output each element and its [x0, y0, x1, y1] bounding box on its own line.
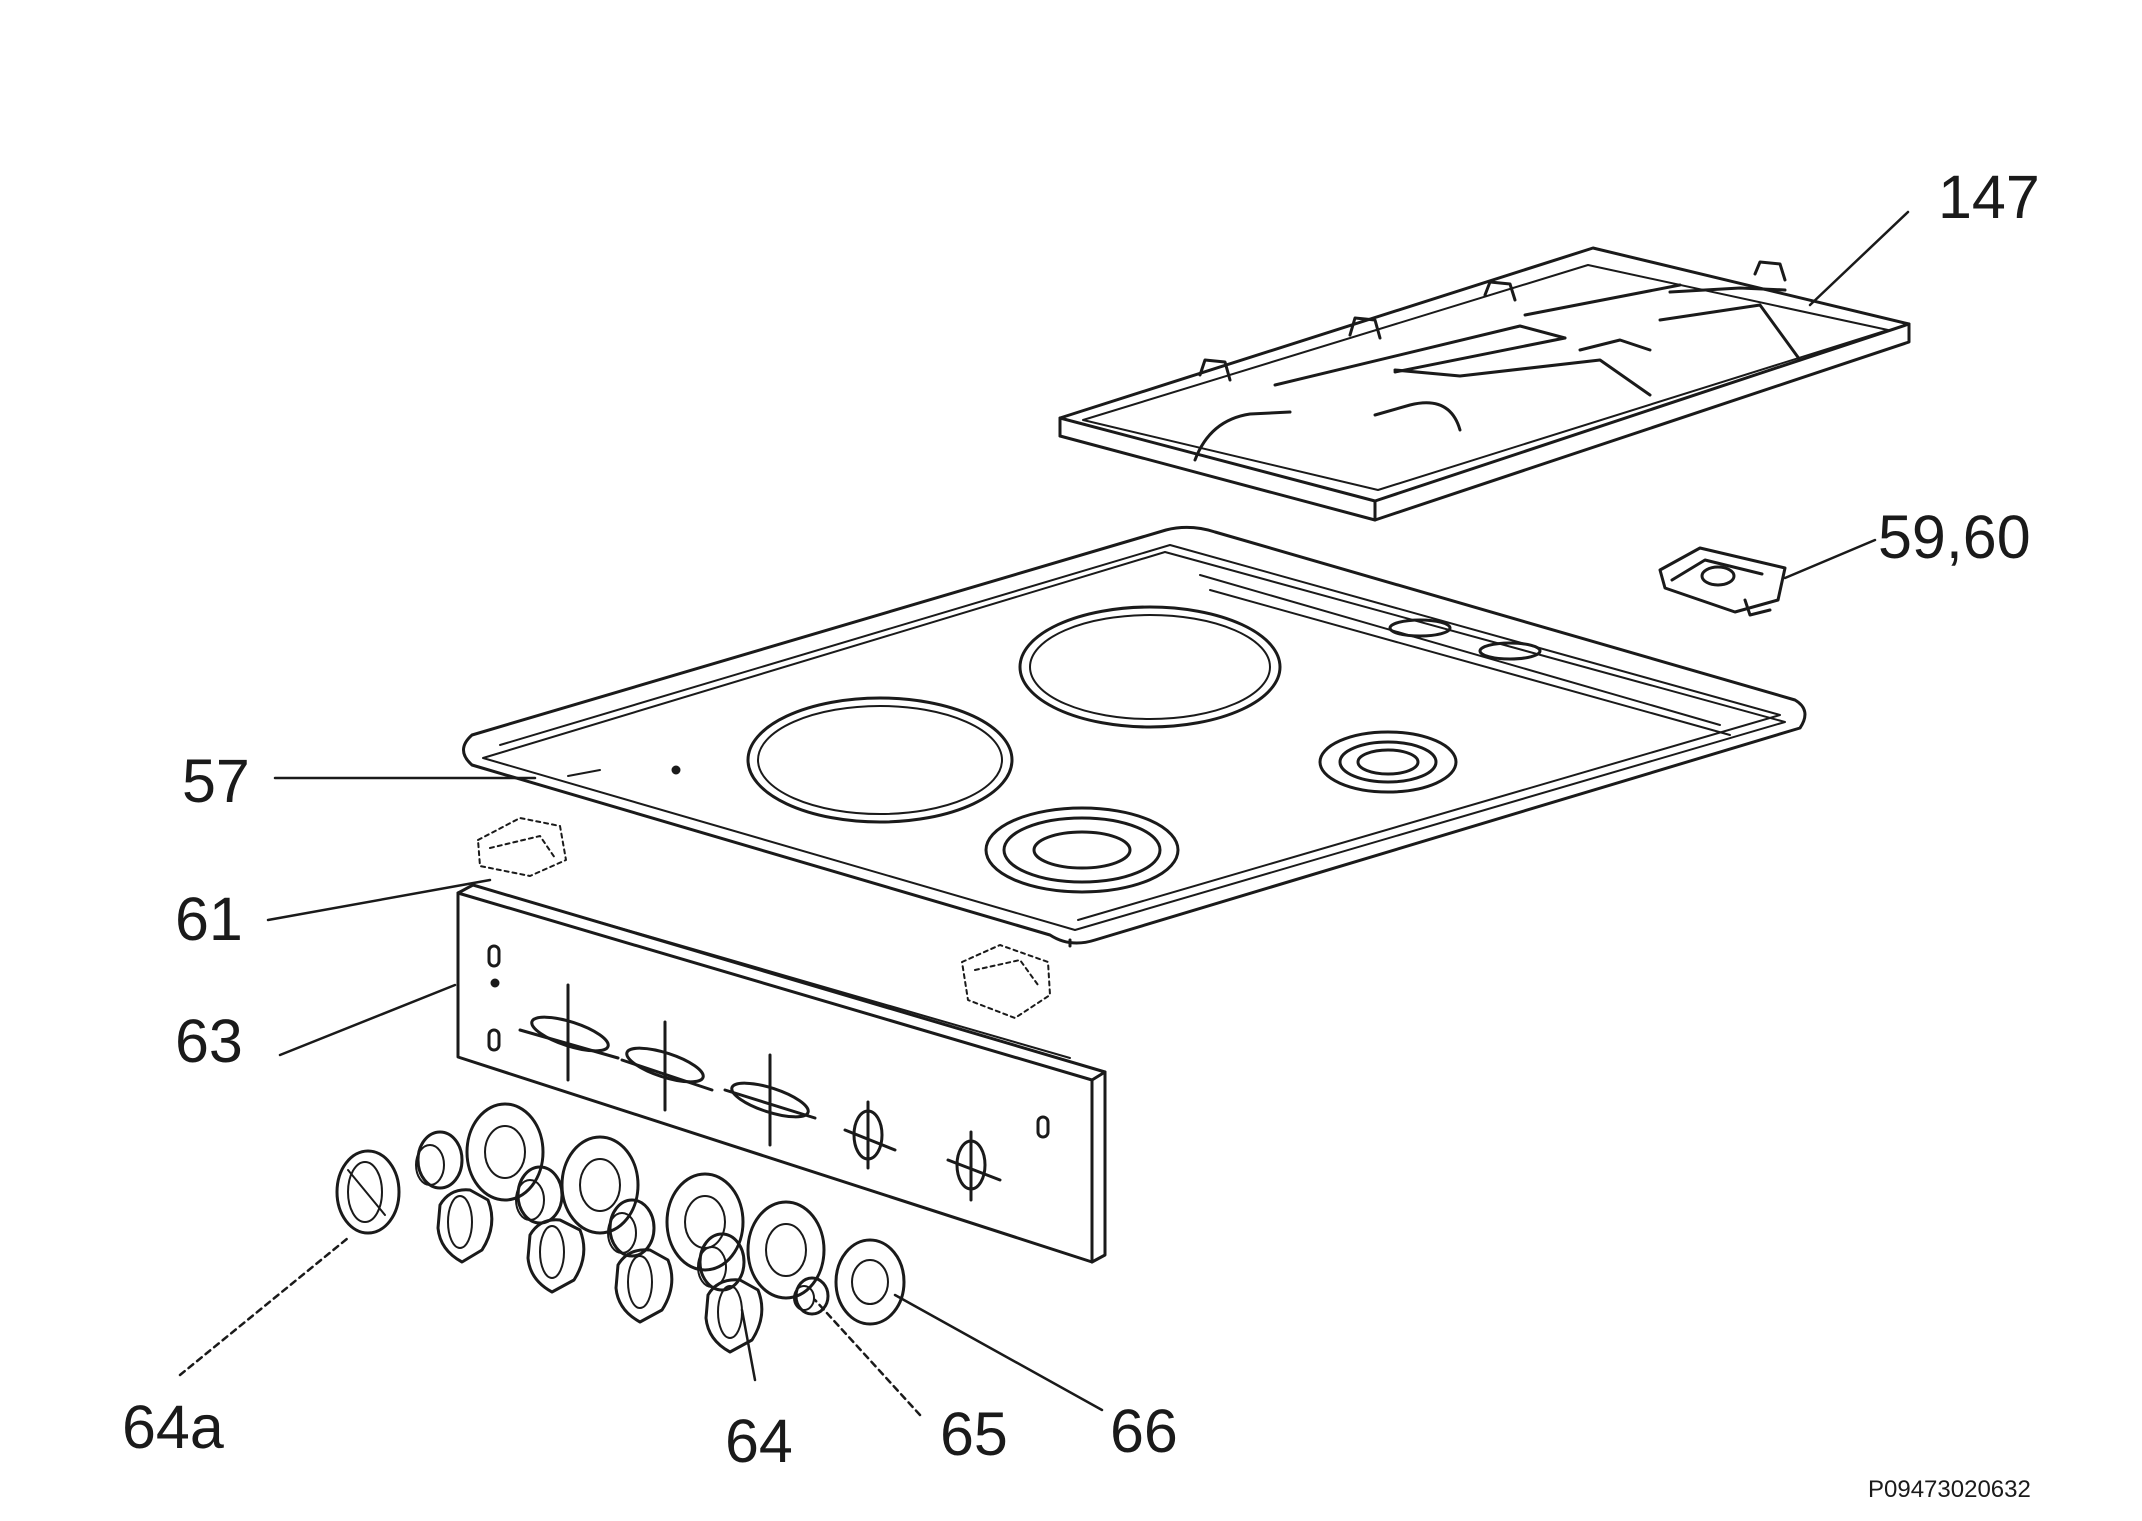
- control-panel: [458, 885, 1105, 1262]
- label-ring: 66: [1110, 1397, 1178, 1465]
- drawing-code: P09473020632: [1868, 1476, 2031, 1503]
- label-hob: 57: [182, 747, 250, 815]
- control-knob: [438, 1190, 762, 1352]
- label-grid: 147: [1938, 163, 2040, 231]
- label-panel: 63: [175, 1007, 243, 1075]
- cap-part: [337, 1151, 399, 1233]
- pan-support-grid: [1060, 248, 1909, 520]
- label-bracket: 61: [175, 885, 243, 953]
- part-labels: 147 59,60 57 61 63 64a 64 65 66 P0947302…: [122, 163, 2040, 1503]
- clip-part: [1660, 548, 1785, 615]
- label-knob: 64: [725, 1407, 793, 1475]
- label-spring: 65: [940, 1400, 1008, 1468]
- bezel-ring: [467, 1104, 904, 1324]
- leader-lines: [178, 210, 1910, 1417]
- label-clip: 59,60: [1878, 503, 2031, 571]
- bracket-part: [478, 818, 1050, 1018]
- hob-top: [464, 527, 1805, 946]
- label-cap: 64a: [122, 1393, 224, 1461]
